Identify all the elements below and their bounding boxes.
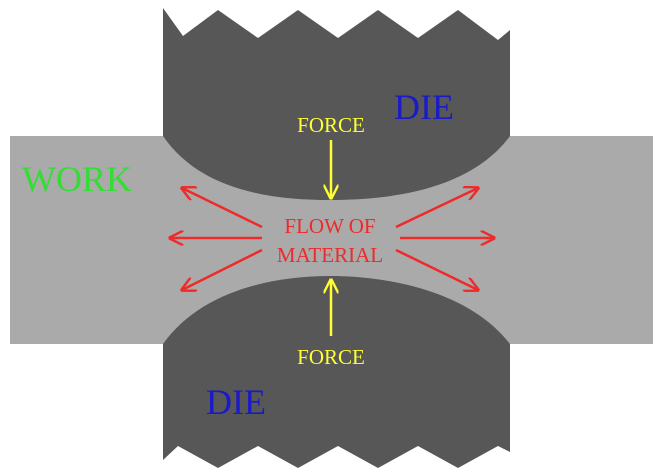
flow-arrow-left-down: [182, 248, 263, 290]
flow-label-line2: MATERIAL: [277, 243, 383, 267]
flow-arrow-right-up: [395, 188, 478, 229]
die-bottom-label: DIE: [206, 382, 266, 422]
flow-label-line1: FLOW OF: [284, 214, 375, 238]
flow-arrow-left-up: [182, 188, 263, 229]
force-top-label: FORCE: [297, 113, 365, 137]
work-label: WORK: [22, 159, 132, 199]
flow-arrow-right-down: [395, 248, 478, 290]
force-bottom-label: FORCE: [297, 345, 365, 369]
top-die: [163, 8, 510, 200]
die-top-label: DIE: [394, 87, 454, 127]
bottom-die: [163, 276, 510, 468]
